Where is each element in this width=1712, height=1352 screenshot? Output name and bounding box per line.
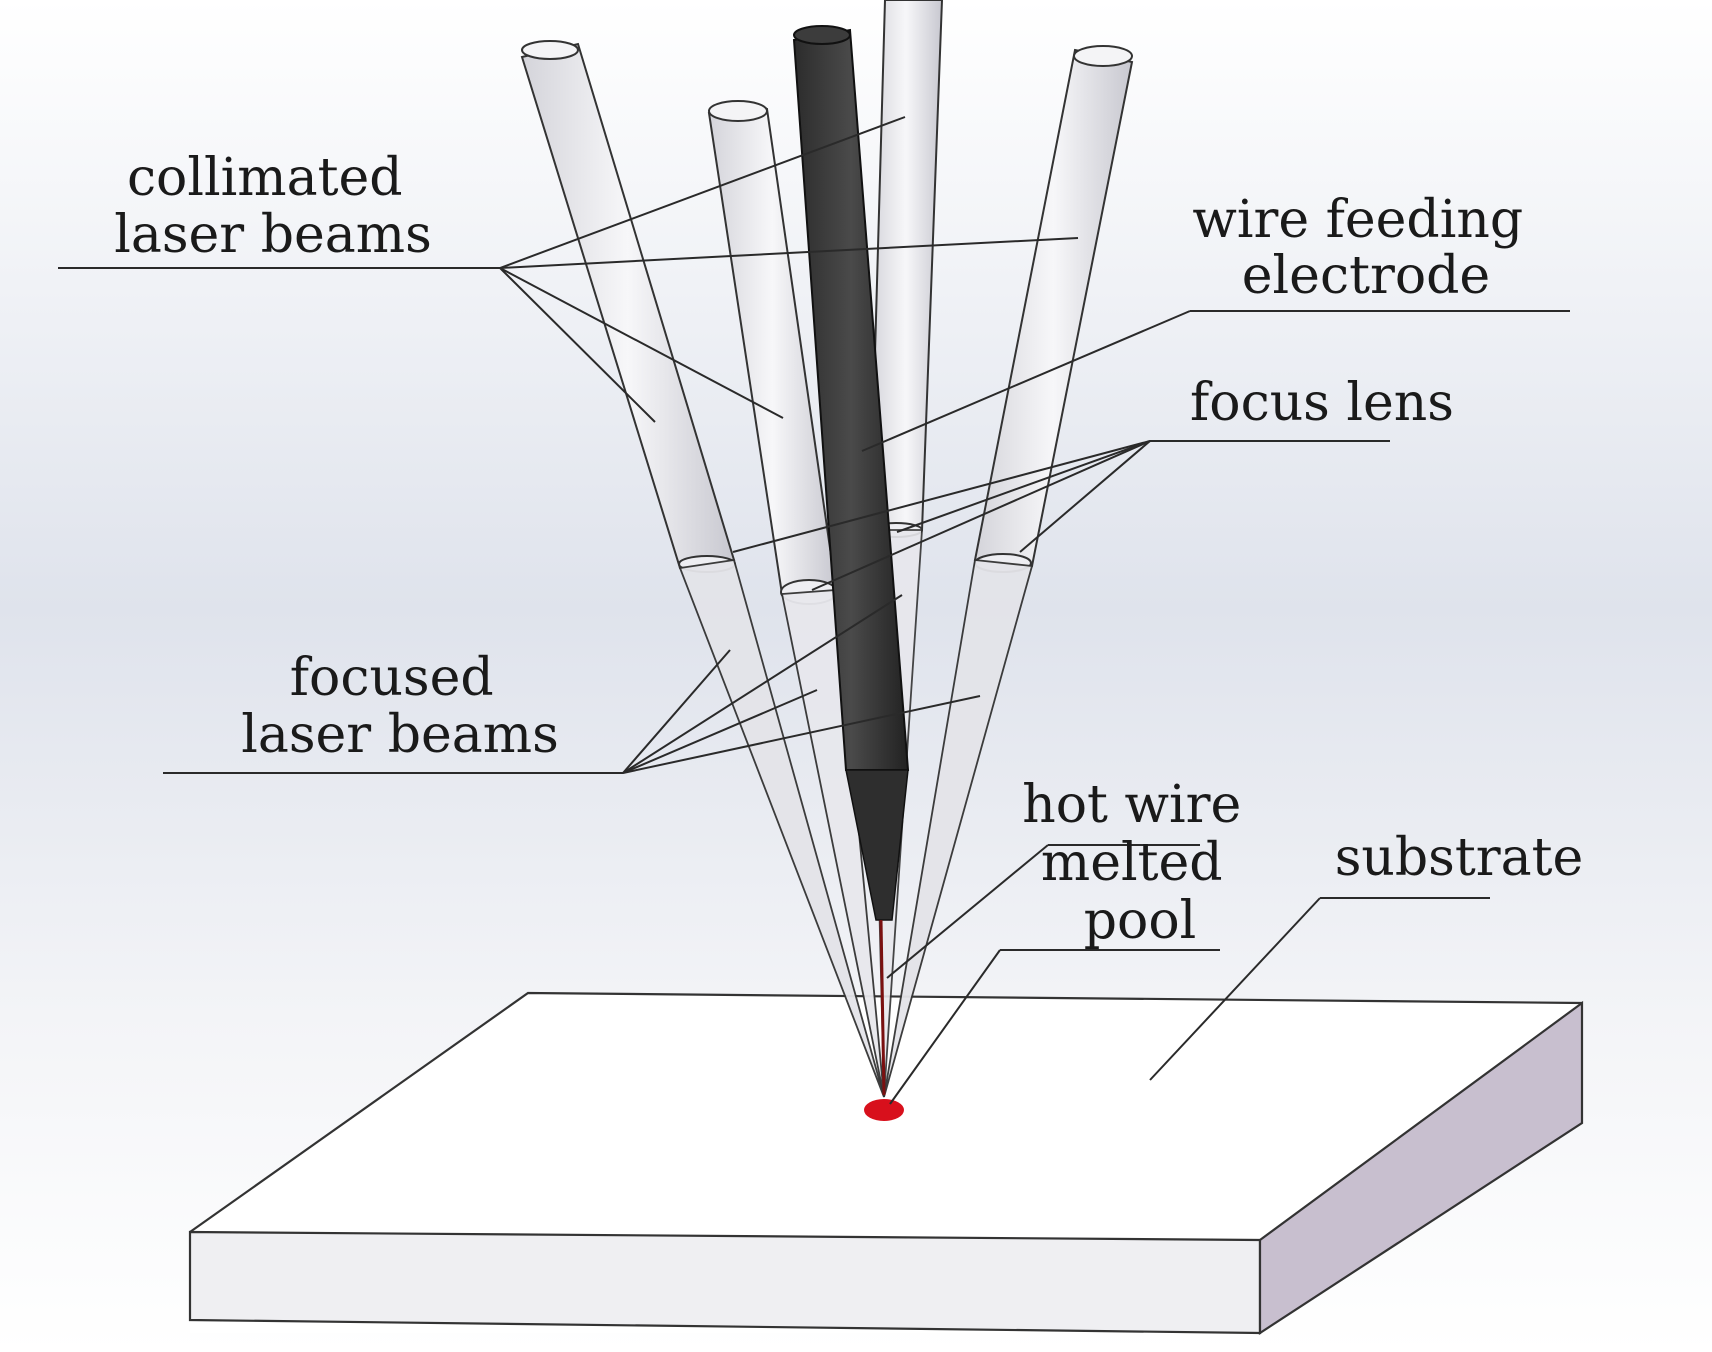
leader-substrate [1149, 897, 1321, 1081]
label-hot-wire-melted-pool: hot wire melted pool [1022, 775, 1258, 951]
leader-focused [163, 594, 981, 774]
label-focused-laser-beams: focused laser beams [241, 648, 559, 765]
label-wire-feeding-electrode: wire feeding electrode [1192, 190, 1539, 306]
focused-beam-right [883, 559, 1034, 1098]
substrate-front-face [188, 1230, 1262, 1335]
leader-wire [861, 310, 1570, 452]
label-collimated-laser-beams: collimated laser beams [114, 148, 432, 265]
leader-focus-lens [732, 440, 1390, 591]
melt-pool [864, 1099, 904, 1121]
leader-collimated [58, 116, 1079, 423]
substrate-side-face [1258, 1000, 1584, 1336]
hot-wire [879, 919, 886, 1096]
substrate-block [188, 991, 1584, 1336]
label-substrate: substrate [1335, 828, 1584, 888]
focused-beam-far-left [678, 558, 885, 1098]
label-focus-lens: focus lens [1190, 373, 1454, 433]
substrate-top-edge [189, 991, 1583, 1233]
leader-hot-wire [886, 844, 1220, 1105]
